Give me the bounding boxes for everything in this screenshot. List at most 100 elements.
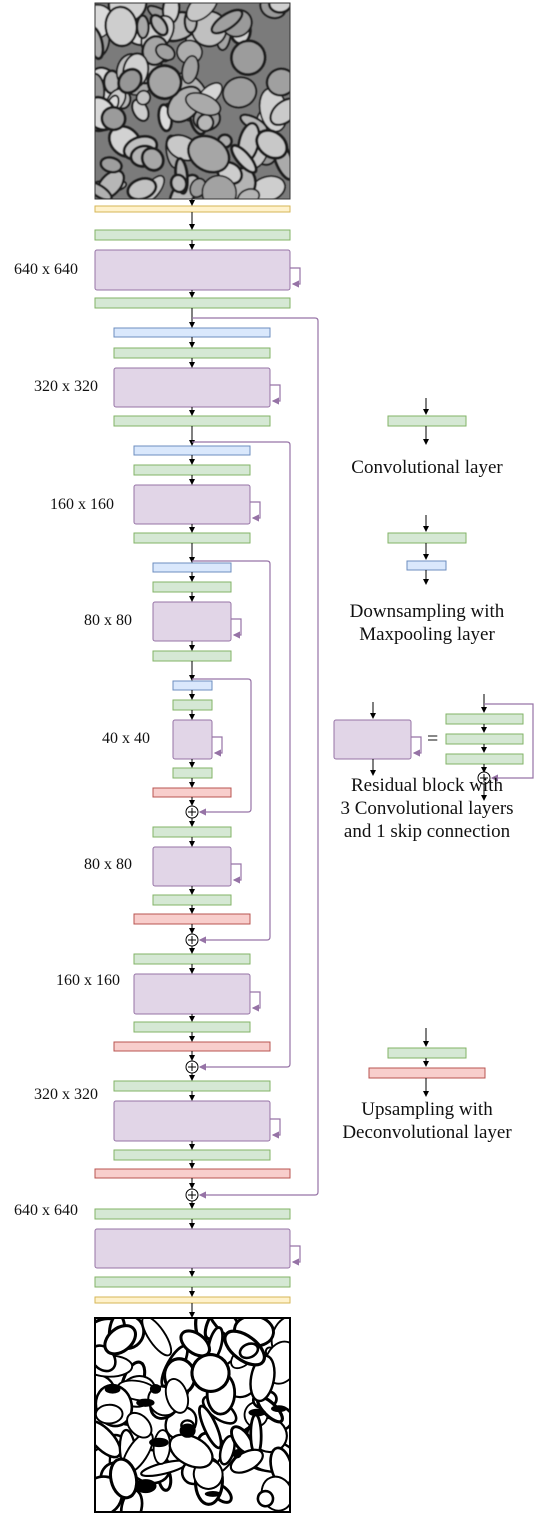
em-cell — [117, 67, 143, 95]
skip-connection — [192, 678, 252, 816]
conv-layer — [113, 347, 271, 359]
em-cell — [269, 97, 290, 127]
legend-res-line1: Residual block with — [351, 775, 503, 796]
res-layer — [94, 249, 291, 291]
em-cell — [184, 91, 222, 117]
legend-up-line2: Deconvolutional layer — [342, 1122, 512, 1143]
seg-dark-region — [179, 1423, 196, 1438]
level-label-160-in: 160 x 160 — [50, 496, 114, 513]
conv-layer — [133, 532, 251, 544]
em-cell — [222, 76, 258, 109]
legend-up-text: Upsampling with Deconvolutional layer — [312, 1098, 539, 1144]
em-cell — [135, 14, 150, 40]
level-label-80-in: 80 x 80 — [84, 612, 132, 629]
legend-pool-conv-layer — [387, 532, 467, 544]
em-cell — [154, 43, 176, 62]
legend-res-text: Residual block with 3 Convolutional laye… — [312, 774, 539, 843]
conv-layer — [94, 1276, 291, 1288]
legend-res-skip — [484, 703, 534, 782]
residual-loop — [231, 863, 242, 884]
pool-layer — [113, 327, 271, 338]
em-cell — [210, 8, 244, 35]
legend-pool-text: Downsampling with Maxpooling layer — [312, 600, 539, 646]
legend-up-conv-layer — [387, 1047, 467, 1059]
res-layer — [172, 719, 213, 760]
em-cell — [140, 146, 165, 172]
conv-layer — [94, 297, 291, 309]
skip-connection — [192, 560, 271, 944]
residual-loop — [290, 1245, 301, 1266]
seg-dark-region — [248, 1408, 266, 1417]
conv-layer — [113, 1149, 271, 1161]
em-cell — [185, 3, 219, 22]
seg-cell — [95, 1403, 124, 1425]
em-cell — [146, 64, 183, 101]
up-layer — [133, 913, 251, 925]
em-cell — [265, 67, 290, 97]
conv-layer — [172, 767, 213, 779]
em-cell — [201, 174, 238, 199]
plus-circle-icon — [477, 771, 491, 785]
res-layer — [133, 973, 251, 1015]
legend-pool-line1: Downsampling with — [349, 601, 505, 622]
conv-layer — [94, 1208, 291, 1220]
seg-cell — [249, 1354, 276, 1403]
legend-res-line3: and 1 skip connection — [343, 821, 511, 842]
residual-loop — [270, 384, 281, 405]
em-cell — [255, 128, 289, 160]
level-label-640-out: 640 x 640 — [14, 1202, 78, 1219]
seg-dark-region — [149, 1437, 169, 1448]
seg-dark-region — [271, 1405, 287, 1413]
seg-dark-region — [204, 1491, 222, 1497]
conv-layer — [172, 699, 213, 711]
seg-dark-region — [232, 1449, 242, 1459]
em-cell — [99, 156, 123, 174]
up-layer — [152, 787, 232, 798]
plus-circle-icon — [185, 805, 199, 819]
up-layer — [94, 1168, 291, 1179]
em-cell — [169, 173, 188, 194]
output-image — [94, 1317, 291, 1513]
pool-layer — [152, 562, 232, 573]
em-cell — [187, 134, 231, 174]
legend-res-block — [333, 719, 412, 760]
em-cell — [236, 188, 261, 199]
seg-cell — [256, 1489, 275, 1508]
seg-cell — [141, 1318, 173, 1357]
plus-circle-icon — [185, 1060, 199, 1074]
skip-connection — [192, 441, 291, 1071]
seg-cell — [238, 1342, 260, 1360]
conv-layer — [113, 415, 271, 427]
pool-layer — [133, 445, 251, 456]
seg-cell — [103, 1324, 138, 1356]
em-cell — [267, 3, 290, 14]
legend-up-layer — [368, 1067, 486, 1079]
seg-cell — [198, 1404, 223, 1450]
level-label-320-in: 320 x 320 — [34, 378, 98, 395]
em-cell — [230, 39, 267, 76]
res-layer — [152, 601, 232, 642]
em-cell — [135, 89, 152, 106]
residual-loop — [411, 736, 422, 757]
residual-loop — [250, 501, 261, 522]
io-layer — [94, 205, 291, 213]
legend-conv-layer — [387, 415, 467, 427]
residual-loop — [250, 991, 261, 1012]
plus-circle-icon — [185, 933, 199, 947]
residual-loop — [212, 736, 223, 757]
seg-cell — [126, 1411, 153, 1439]
up-layer — [113, 1041, 271, 1052]
legend-up-line1: Upsampling with — [361, 1099, 493, 1120]
legend-pool-layer — [406, 560, 447, 571]
seg-dark-region — [104, 1385, 121, 1394]
level-label-160-out: 160 x 160 — [56, 972, 120, 989]
residual-loop — [290, 267, 301, 288]
em-cell — [100, 105, 127, 132]
em-cell — [95, 25, 105, 60]
conv-layer — [133, 953, 251, 965]
legend-res-conv-2 — [445, 733, 524, 745]
em-cell — [230, 144, 258, 174]
residual-loop — [231, 618, 242, 639]
seg-cell — [108, 1457, 139, 1500]
legend-res-line2: 3 Convolutional layers — [340, 798, 514, 819]
